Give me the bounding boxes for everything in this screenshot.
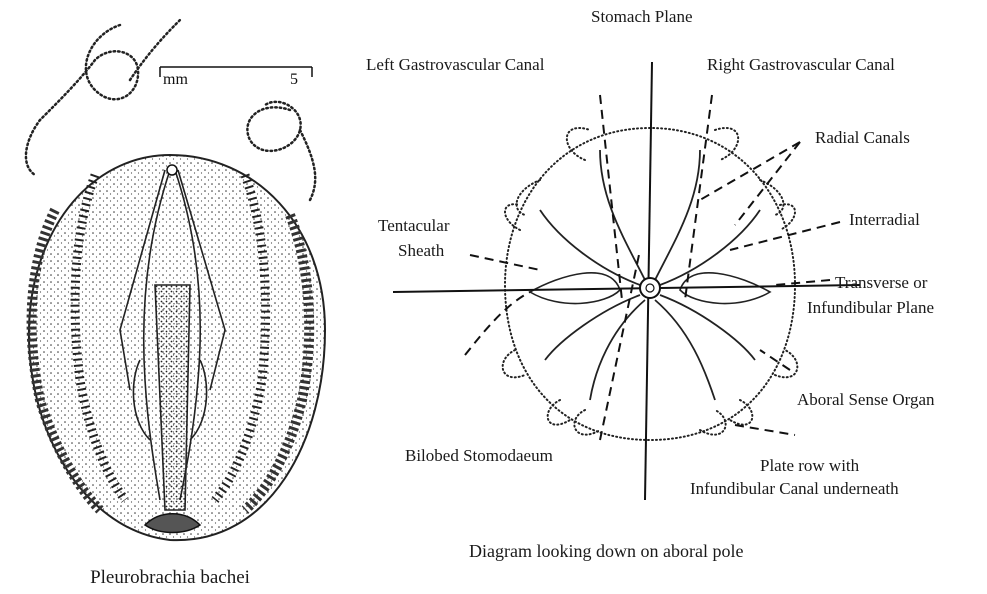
- right-caption: Diagram looking down on aboral pole: [469, 541, 743, 561]
- label-tentacular: Tentacular: [378, 216, 450, 236]
- label-aboral-sense: Aboral Sense Organ: [797, 390, 935, 410]
- label-interradial: Interradial: [849, 210, 920, 230]
- label-plate-row: Plate row with: [760, 456, 859, 476]
- label-bilobed: Bilobed Stomodaeum: [405, 446, 553, 466]
- label-right-canal: Right Gastrovascular Canal: [707, 55, 895, 75]
- label-stomach-plane: Stomach Plane: [591, 7, 693, 27]
- label-sheath: Sheath: [398, 241, 444, 261]
- label-radial-canals: Radial Canals: [815, 128, 910, 148]
- label-infundibular-canal: Infundibular Canal underneath: [690, 479, 899, 499]
- label-left-canal: Left Gastrovascular Canal: [366, 55, 544, 75]
- label-transverse: Transverse or: [835, 273, 927, 293]
- leader-lines: [465, 95, 840, 440]
- transverse-plane-axis: [393, 285, 860, 292]
- label-infundibular-plane: Infundibular Plane: [807, 298, 934, 318]
